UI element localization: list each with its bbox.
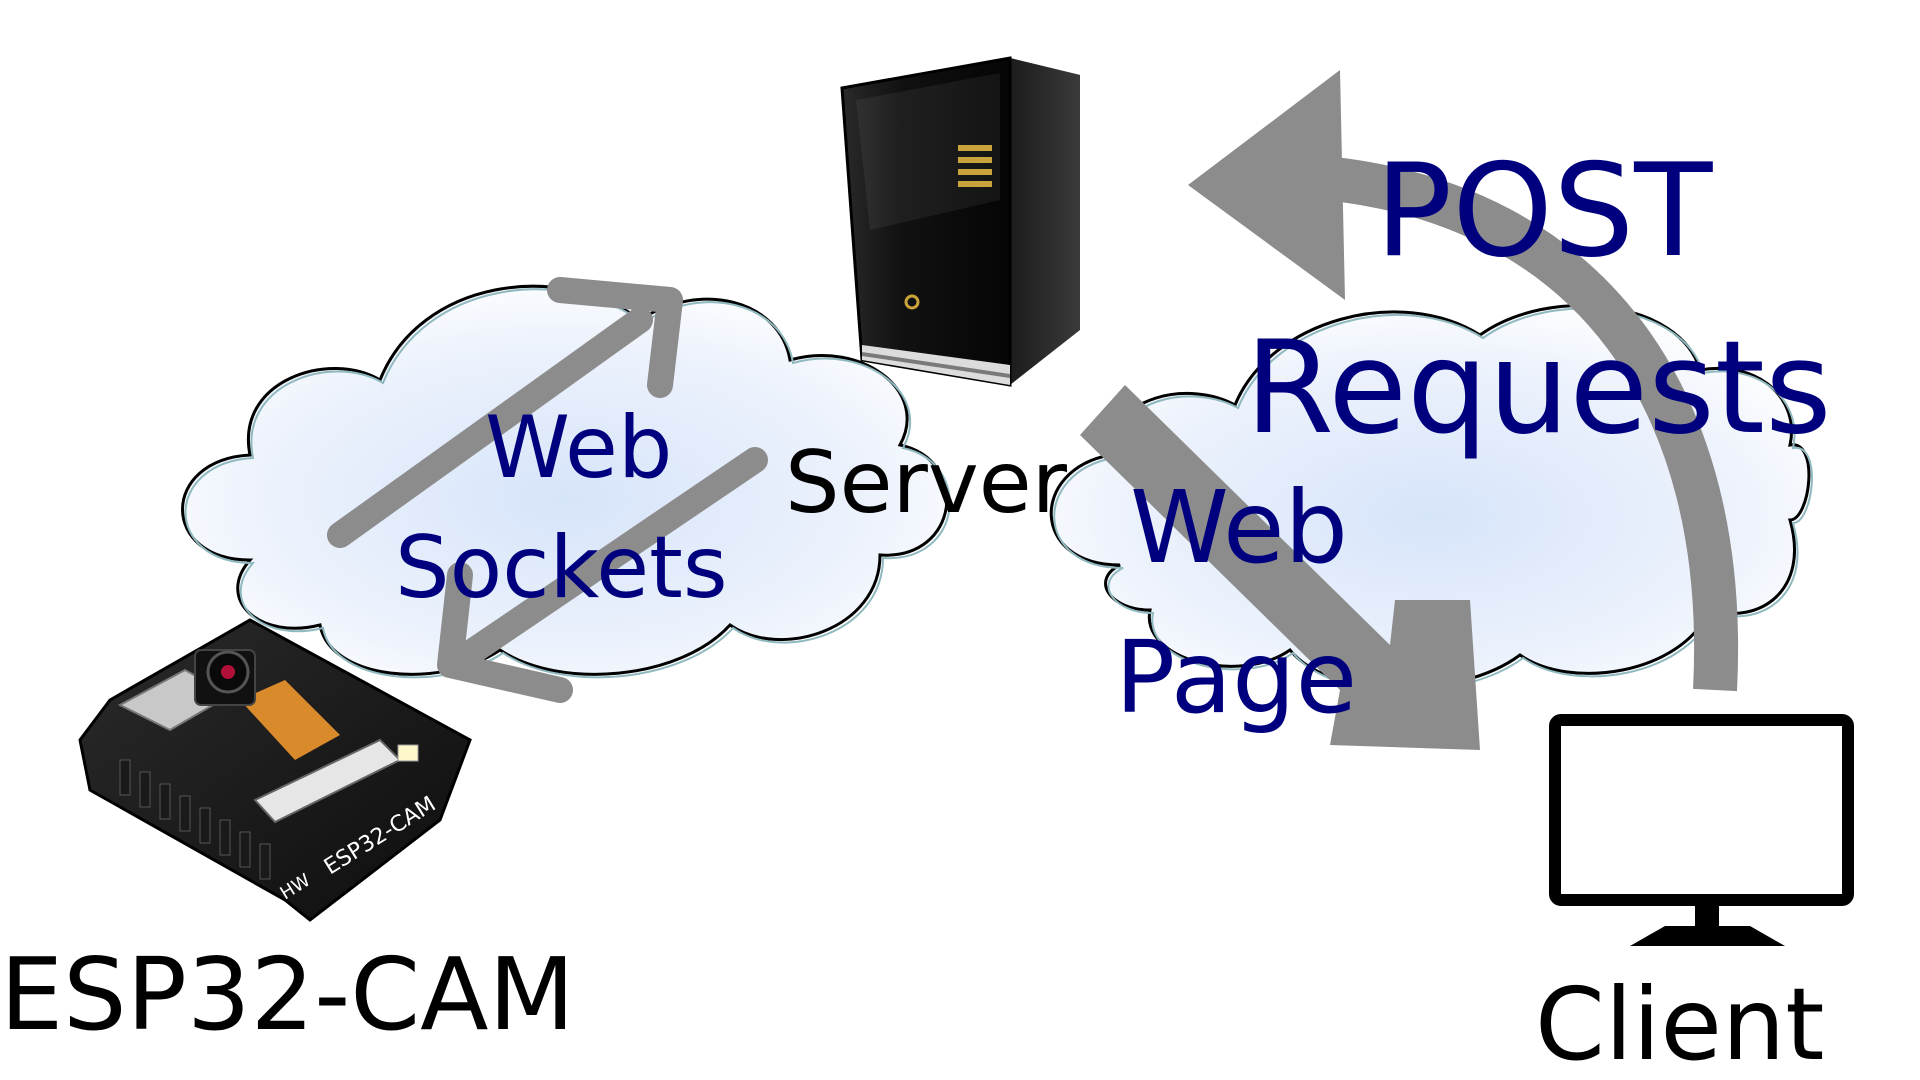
post-label-line2: Requests	[1245, 314, 1832, 463]
webpage-arrow	[1080, 385, 1480, 750]
websockets-label-line1: Web	[485, 398, 673, 498]
post-requests-arrow	[1188, 70, 1738, 692]
post-label-line1: POST	[1375, 137, 1713, 286]
websocket-down-arrow	[437, 447, 768, 703]
server-tower-icon	[840, 56, 1080, 387]
websockets-label-line2: Sockets	[395, 518, 728, 618]
client-label: Client	[1535, 966, 1825, 1080]
webpage-label-line2: Page	[1115, 619, 1358, 736]
webpage-label-line1: Web	[1130, 469, 1349, 586]
esp32-cam-label: ESP32-CAM	[0, 936, 575, 1053]
esp32-cam-board-icon: ESP32-CAM HW	[78, 618, 472, 922]
server-label: Server	[785, 433, 1068, 533]
websocket-up-arrow	[327, 277, 683, 548]
client-monitor-icon	[1549, 714, 1854, 946]
